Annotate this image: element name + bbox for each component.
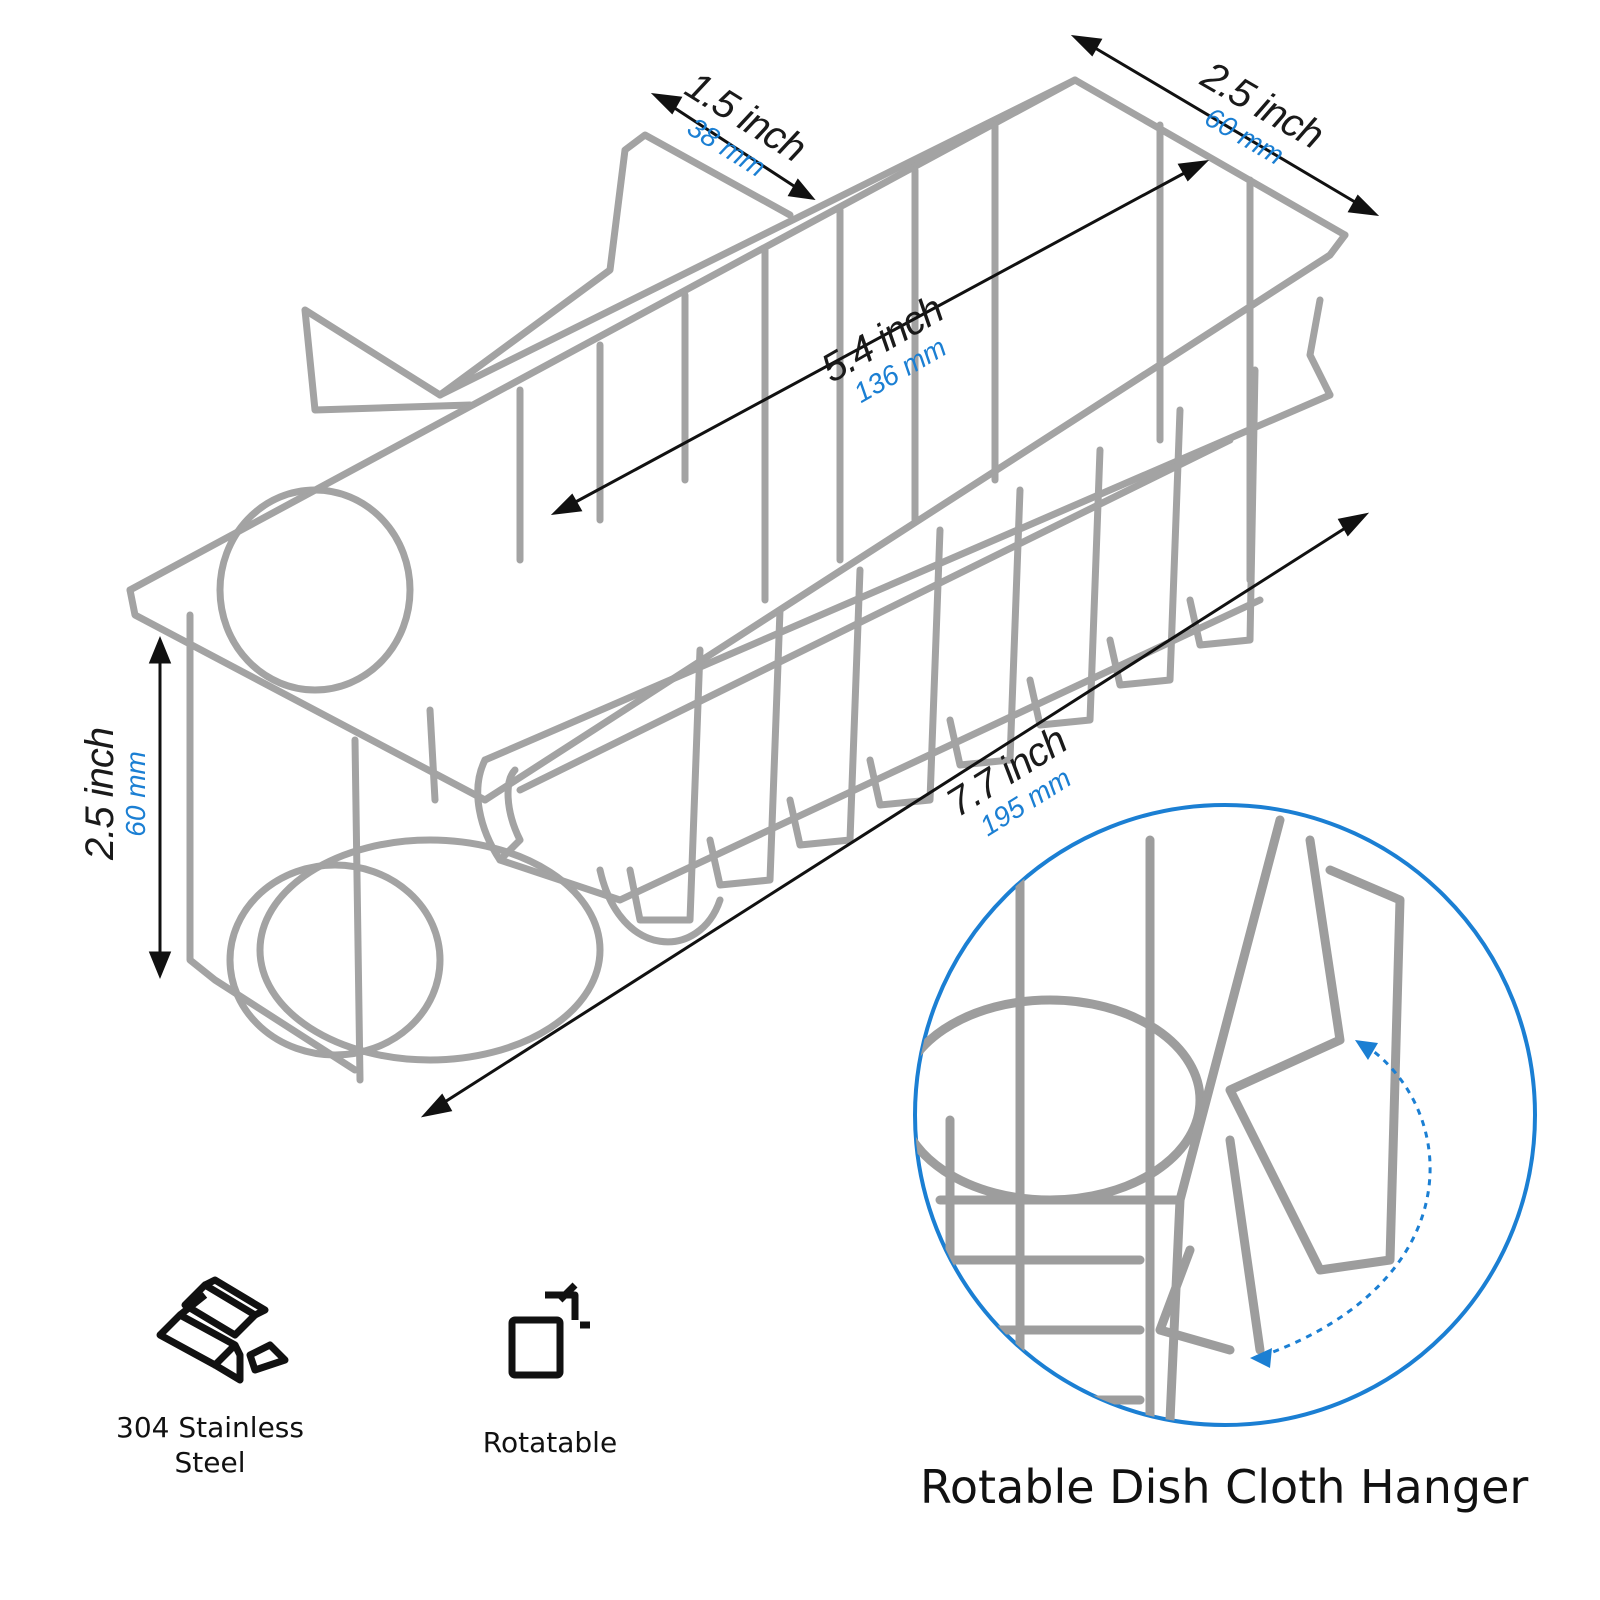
rotation-arrow-head-bottom	[1250, 1348, 1272, 1368]
feature-label-stainless: 304 Stainless Steel	[116, 1411, 304, 1479]
rotation-arrow-path	[1264, 1043, 1432, 1357]
detail-caption: Rotable Dish Cloth Hanger	[920, 1460, 1529, 1514]
rotation-arrow-head-top	[1355, 1040, 1378, 1060]
feature-label-rotatable: Rotatable	[482, 1426, 618, 1459]
